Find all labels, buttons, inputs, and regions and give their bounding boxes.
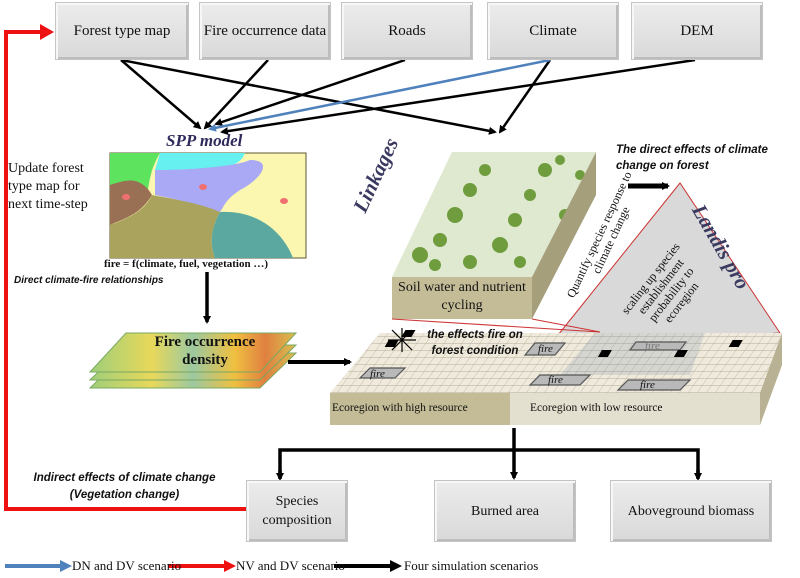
input-roads: Roads — [341, 2, 473, 60]
legend-dn-dv: DN and DV scenario — [72, 558, 182, 573]
feedback-loop-arrow — [4, 24, 246, 511]
input-arrows — [120, 58, 696, 136]
ecoregion-high-label: Ecoregion with high resource — [332, 402, 468, 414]
input-climate: Climate — [487, 2, 619, 60]
update-note: Update forest type map for next time-ste… — [8, 161, 88, 212]
legend-four-scenarios: Four simulation scenarios — [404, 558, 539, 573]
effects-fire-label: the effects fire on forest condition — [427, 329, 523, 357]
input-label: DEM — [680, 22, 714, 39]
input-label: Forest type map — [73, 22, 171, 39]
fire-density-label: Fire occurrence density — [154, 334, 256, 368]
output-species-composition: Species composition — [246, 480, 348, 542]
indirect-effects-line1: Indirect effects of climate change — [33, 472, 216, 484]
input-label: Fire occurrence data — [203, 22, 327, 39]
indirect-effects-label: Indirect effects of climate change (Vege… — [12, 470, 237, 504]
fire-patch-label: fire — [640, 379, 655, 391]
fire-formula: fire = f(climate, fuel, vegetation …) — [104, 258, 268, 270]
output-burned-area: Burned area — [434, 480, 576, 542]
output-arrows — [276, 428, 702, 481]
ecoregion-low-label: Ecoregion with low resource — [530, 402, 663, 414]
legend-arrows — [5, 560, 402, 572]
input-label: Climate — [529, 22, 577, 39]
fire-patch-label: fire — [548, 374, 563, 386]
input-dem: DEM — [631, 2, 763, 60]
input-fire-occurrence-data: Fire occurrence data — [199, 2, 331, 60]
soil-label: Soil water and nutrient cycling — [398, 280, 526, 313]
spp-map — [109, 152, 307, 259]
output-aboveground-biomass: Aboveground biomass — [610, 480, 772, 542]
input-label: Roads — [388, 22, 426, 39]
climate-blue-arrow — [208, 58, 551, 132]
output-label: Species composition — [262, 494, 332, 528]
fire-patch-label: fire — [370, 368, 385, 380]
landscape-grid — [330, 328, 782, 425]
indirect-effects-line2: (Vegetation change) — [69, 489, 180, 501]
fire-patch-label: fire — [645, 340, 660, 352]
input-forest-type-map: Forest type map — [55, 2, 189, 60]
spread-icon — [388, 328, 416, 352]
linkages-block — [392, 152, 596, 319]
output-label: Burned area — [470, 503, 540, 519]
direct-climate-fire-label: Direct climate-fire relationships — [14, 275, 164, 286]
spp-model-title: SPP model — [166, 131, 243, 150]
output-label: Aboveground biomass — [627, 503, 755, 519]
fire-patch-label: fire — [538, 343, 553, 355]
fire-density-layers — [88, 332, 298, 389]
direct-effects-label: The direct effects of climate change on … — [616, 144, 768, 172]
legend-nv-dv: NV and DV scenario — [236, 558, 345, 573]
